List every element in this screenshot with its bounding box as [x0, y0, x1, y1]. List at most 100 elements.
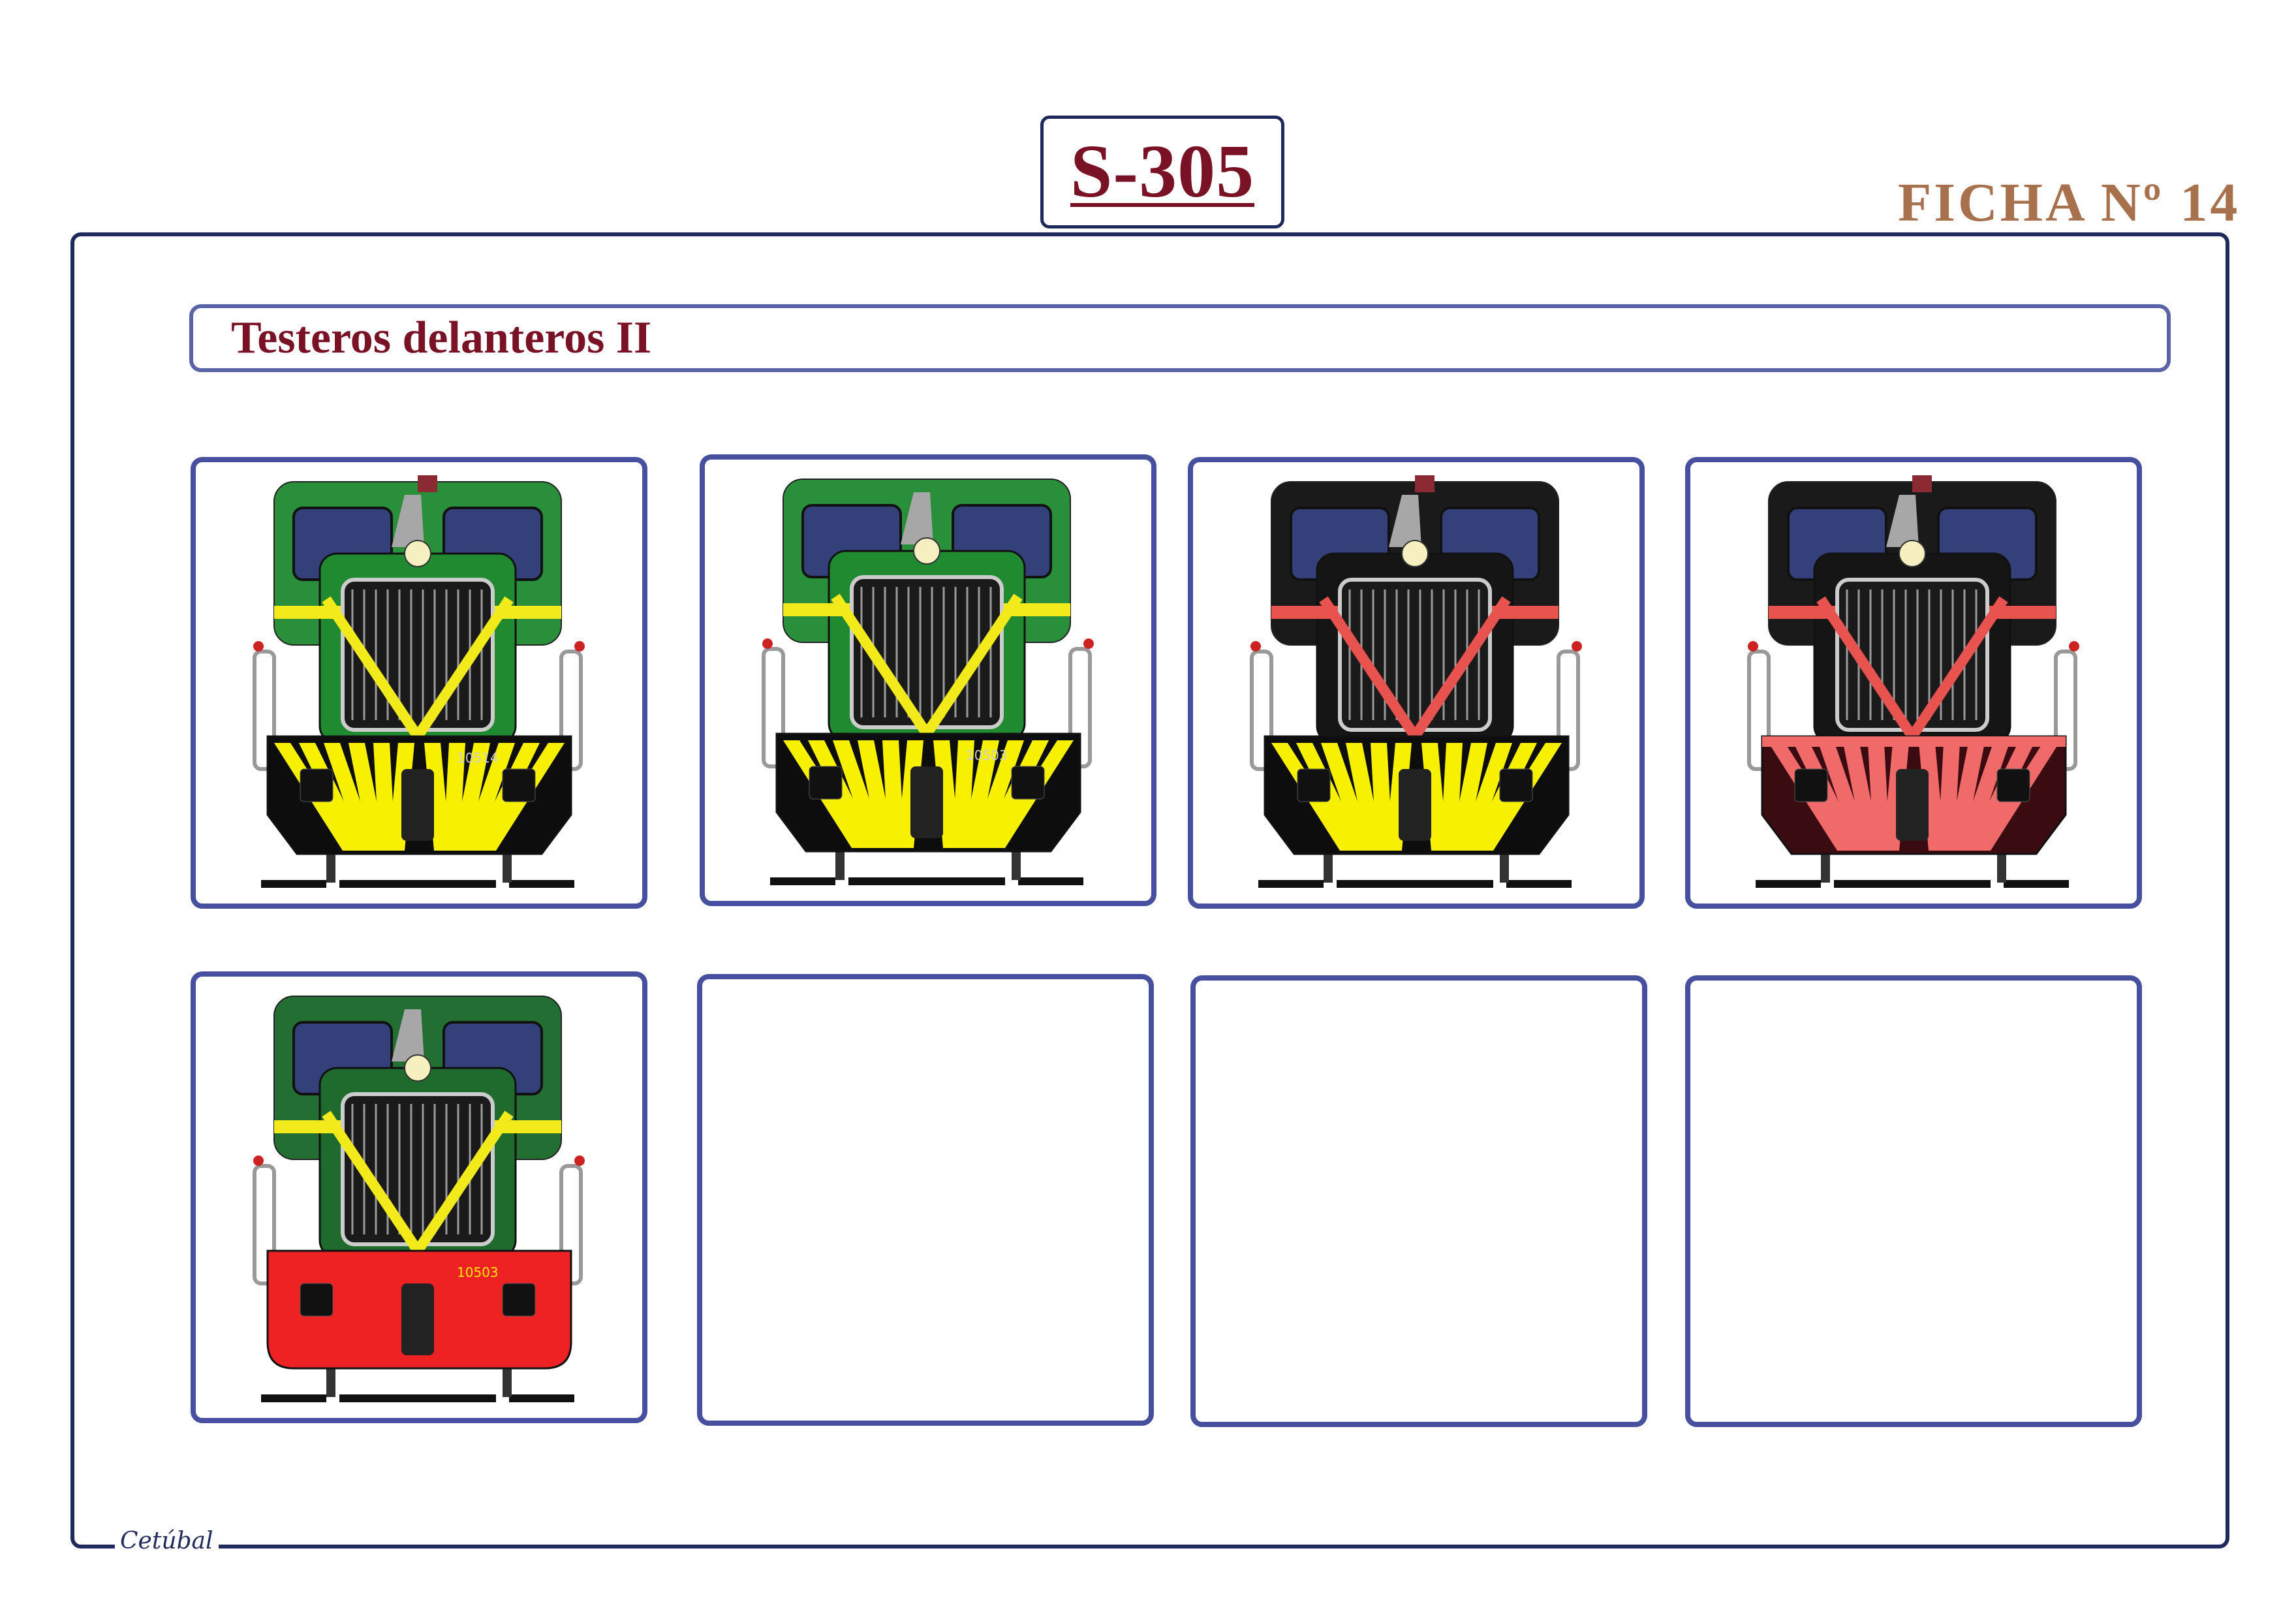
- hazard-stripe-left: [1371, 743, 1393, 851]
- section-title: Testeros delanteros II: [231, 313, 652, 363]
- locomotive-front-4: [1747, 475, 2079, 888]
- headlight: [404, 1054, 431, 1082]
- horn: [1912, 475, 1932, 492]
- handrail-left: [253, 650, 276, 771]
- marker-lamp-left: [253, 641, 264, 652]
- rail-left: [261, 1394, 326, 1402]
- hazard-stripe-right: [1450, 743, 1487, 851]
- rail-right: [2004, 880, 2069, 888]
- sheet-number: FICHA Nº 14: [1898, 172, 2241, 233]
- hazard-stripe-left: [1818, 743, 1872, 851]
- rail-left: [1258, 880, 1324, 888]
- buffer-right: [1996, 768, 2030, 802]
- hazard-stripe-left: [1346, 743, 1384, 851]
- locomotive-front-1: 10514: [253, 475, 585, 888]
- horn: [1415, 475, 1435, 492]
- marker-lamp-right: [1572, 641, 1582, 652]
- exhaust-stack: [392, 495, 424, 547]
- marker-lamp-left: [762, 638, 773, 649]
- hazard-stripe-right: [1459, 743, 1512, 851]
- rail-center: [339, 880, 496, 888]
- handrail-left: [1250, 650, 1273, 771]
- author-signature: Cetúbal: [115, 1528, 219, 1554]
- hazard-stripe-right: [443, 743, 465, 851]
- marker-lamp-left: [1748, 641, 1758, 652]
- buffer-left: [809, 766, 843, 800]
- hazard-stripe-right: [1956, 743, 2009, 851]
- marker-lamp-left: [1250, 641, 1261, 652]
- locomotive-front-5: 10503: [253, 996, 585, 1402]
- rail-left: [770, 877, 835, 885]
- section-header: Testeros delanteros II: [189, 304, 2171, 372]
- coupler: [1896, 769, 1929, 841]
- loco-panel-5: 10503: [191, 971, 647, 1423]
- buffer-right: [502, 768, 536, 802]
- locomotive-front-2: 10503: [762, 479, 1094, 885]
- hazard-stripe-left: [858, 740, 895, 848]
- headlight: [1899, 540, 1926, 567]
- hazard-stripe-left: [1321, 743, 1374, 851]
- marker-lamp-right: [1083, 638, 1094, 649]
- hazard-stripe-left: [833, 740, 886, 848]
- exhaust-stack: [1389, 495, 1421, 547]
- buffer-right: [1011, 766, 1045, 800]
- horn: [418, 475, 437, 492]
- headlight: [404, 540, 431, 567]
- rail-center: [1337, 880, 1493, 888]
- handrail-left: [1747, 650, 1771, 771]
- rail-right: [509, 1394, 574, 1402]
- series-title: S-305: [1070, 130, 1255, 213]
- running-number: 10503: [457, 1265, 499, 1280]
- handrail-left: [253, 1164, 276, 1285]
- coupler: [910, 766, 943, 838]
- hazard-stripe-right: [1440, 743, 1463, 851]
- running-number: 10503: [966, 747, 1008, 763]
- buffer-left: [1794, 768, 1828, 802]
- buffer-right: [1499, 768, 1533, 802]
- marker-lamp-right: [574, 641, 585, 652]
- empty-slot-1: [697, 974, 1154, 1426]
- locomotive-front-3: [1250, 475, 1582, 888]
- hazard-stripe-left: [882, 740, 905, 848]
- hazard-stripe-left: [373, 743, 396, 851]
- content-frame: [70, 232, 2229, 1548]
- loco-panel-1: 10514: [191, 457, 647, 909]
- coupler: [1399, 769, 1431, 841]
- hazard-stripe-right: [961, 740, 999, 848]
- empty-slot-3: [1685, 975, 2142, 1427]
- rail-left: [1756, 880, 1821, 888]
- coupler: [401, 1283, 434, 1355]
- hazard-stripe-left: [1868, 743, 1890, 851]
- hazard-stripe-right: [452, 743, 490, 851]
- rail-center: [1834, 880, 1991, 888]
- buffer-left: [300, 768, 334, 802]
- buffer-right: [502, 1283, 536, 1317]
- rail-center: [848, 877, 1005, 885]
- coupler: [401, 769, 434, 841]
- running-number: 10514: [457, 750, 499, 766]
- marker-lamp-right: [2069, 641, 2079, 652]
- exhaust-stack: [1886, 495, 1919, 547]
- loco-panel-2: 10503: [700, 454, 1156, 906]
- hazard-stripe-left: [1843, 743, 1881, 851]
- buffer-left: [300, 1283, 334, 1317]
- loco-panel-3: [1188, 457, 1645, 909]
- headlight: [1401, 540, 1429, 567]
- hazard-stripe-right: [461, 743, 515, 851]
- marker-lamp-left: [253, 1155, 264, 1166]
- buffer-left: [1297, 768, 1331, 802]
- hazard-stripe-left: [324, 743, 377, 851]
- exhaust-stack: [392, 1009, 424, 1061]
- loco-panel-4: [1685, 457, 2142, 909]
- hazard-stripe-right: [1938, 743, 1960, 851]
- handrail-left: [762, 647, 785, 768]
- hazard-stripe-right: [970, 740, 1024, 848]
- marker-lamp-right: [574, 1155, 585, 1166]
- hazard-stripe-right: [1947, 743, 1985, 851]
- rail-right: [1018, 877, 1083, 885]
- beam-trim: [1762, 736, 2066, 747]
- rail-right: [509, 880, 574, 888]
- headlight: [913, 537, 940, 565]
- hazard-stripe-right: [952, 740, 974, 848]
- exhaust-stack: [901, 492, 933, 544]
